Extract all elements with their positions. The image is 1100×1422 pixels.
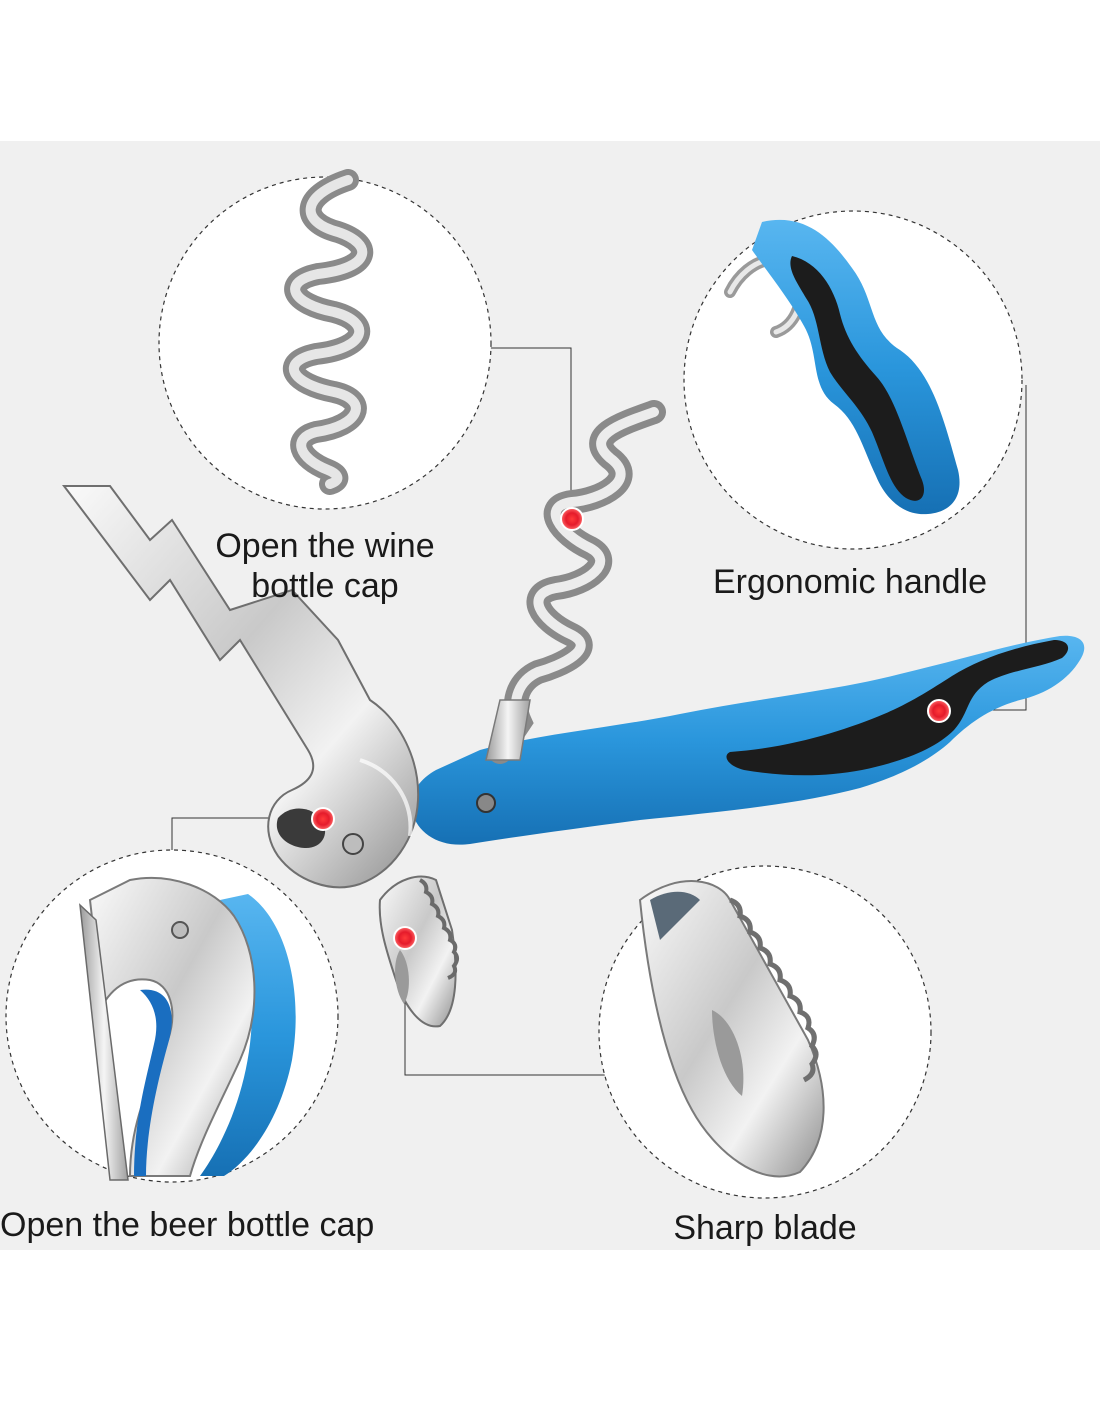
- handle-closeup-icon: [724, 219, 960, 515]
- corkscrew-spiral-icon: [283, 169, 374, 495]
- callout-label-wine-line-1: Open the wine: [215, 527, 435, 565]
- leader-line-wine: [490, 347, 572, 517]
- lever-arm: [61, 485, 420, 889]
- folding-blade: [378, 875, 459, 1028]
- worm: [485, 400, 666, 764]
- callout-label-handle-line-1: Ergonomic handle: [712, 563, 988, 601]
- callout-circle-handle: [683, 210, 1023, 550]
- marker-dot-handle: [927, 699, 951, 723]
- handle-body: [411, 635, 1085, 845]
- callout-label-blade-line-1: Sharp blade: [673, 1209, 857, 1247]
- marker-dot-blade: [393, 926, 417, 950]
- callout-circle-wine: [158, 169, 492, 510]
- callout-label-wine-line-2: bottle cap: [251, 567, 399, 605]
- marker-dot-wine: [560, 507, 584, 531]
- callout-label-wine: Open the wine bottle cap: [190, 526, 460, 606]
- callout-circle-blade: [598, 865, 932, 1199]
- marker-dots: [311, 507, 951, 950]
- callout-circle-beer: [5, 849, 339, 1183]
- marker-dot-beer: [311, 807, 335, 831]
- corkscrew-product: [61, 400, 1085, 1028]
- bottle-opener-closeup-icon: [79, 876, 296, 1181]
- callout-label-handle: Ergonomic handle: [690, 562, 1010, 602]
- callout-label-beer-line-1: Open the beer bottle cap: [0, 1206, 375, 1244]
- callout-label-blade: Sharp blade: [640, 1208, 890, 1248]
- serrated-blade-closeup-icon: [638, 880, 825, 1178]
- callout-label-beer: Open the beer bottle cap: [0, 1205, 400, 1245]
